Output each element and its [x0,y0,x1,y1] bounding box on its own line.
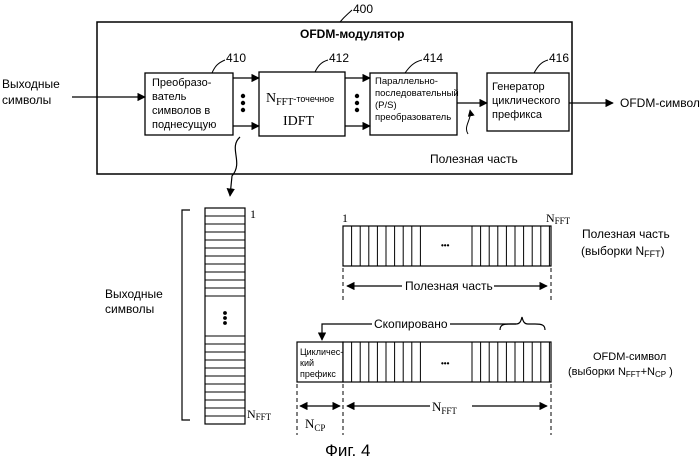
upper-right-label-2: (выборки NFFT) [581,244,665,259]
column-label-1: Выходные [105,287,163,301]
upper-bar-ellipsis: ••• [441,241,450,250]
upper-right-label-1: Полезная часть [582,227,670,241]
svg-text:Цикличес-: Цикличес- [300,347,343,357]
column-brace [182,210,190,420]
modulator-title: OFDM-модулятор [300,27,405,41]
svg-text:поднесущую: поднесущую [152,119,216,131]
ellipsis-dots-1 [241,94,245,112]
symbol-column [205,208,245,424]
column-pointer [230,137,240,196]
svg-text:символы: символы [2,93,51,107]
svg-text:префикса: префикса [492,109,543,121]
svg-text:циклического: циклического [492,95,560,107]
input-label: Выходные символы [2,77,60,107]
svg-text:NFFT-точечное: NFFT-точечное [266,91,334,108]
output-label: OFDM-символ [620,96,700,110]
upper-bar-index-first: 1 [342,211,348,225]
block-idft: 412 NFFT-точечное IDFT [259,51,349,136]
useful-span-label: Полезная часть [405,279,493,293]
svg-text:Выходные: Выходные [2,77,60,91]
column-label-2: символы [105,302,154,316]
svg-text:преобразователь: преобразователь [375,112,451,123]
lower-bar-ellipsis: ••• [441,359,450,368]
figure-caption: Фиг. 4 [325,441,370,460]
ncp-label: NCP [305,416,325,433]
upper-bar-index-last: NFFT [546,211,571,226]
block-ps-converter: 414 Параллельно- последовательный (P/S) … [370,51,459,135]
ofdm-symbol-bar: Цикличес- кий префикс [297,342,551,382]
useful-part-pointer [466,110,470,134]
svg-text:Параллельно-: Параллельно- [375,76,438,87]
mapper-ref: 410 [226,51,246,65]
svg-text:ватель: ватель [152,91,187,103]
svg-text:символов в: символов в [152,105,210,117]
lower-right-label-1: OFDM-символ [593,351,666,363]
block-cp-generator: 416 Генератор циклического префикса [487,51,569,131]
modulator-ref: 400 [353,2,373,16]
svg-text:Преобразо-: Преобразо- [152,77,212,89]
svg-text:кий: кий [300,358,314,368]
svg-text:последовательный: последовательный [375,88,459,99]
svg-text:IDFT: IDFT [283,114,315,129]
idft-ref: 412 [329,51,349,65]
svg-text:Генератор: Генератор [492,81,545,93]
copied-label: Скопировано [374,317,448,331]
cp-ref: 416 [549,51,569,65]
lower-right-label-2: (выборки NFFT+NCP ) [568,366,673,379]
ellipsis-dots-2 [355,94,359,112]
ps-ref: 414 [423,51,443,65]
block-subcarrier-mapper: 410 Преобразо- ватель символов в поднесу… [145,51,246,135]
useful-part-label: Полезная часть [430,152,518,166]
svg-text:(P/S): (P/S) [375,100,397,111]
svg-text:префикс: префикс [300,369,336,379]
column-index-last: NFFT [247,407,272,422]
column-index-first: 1 [250,207,256,221]
